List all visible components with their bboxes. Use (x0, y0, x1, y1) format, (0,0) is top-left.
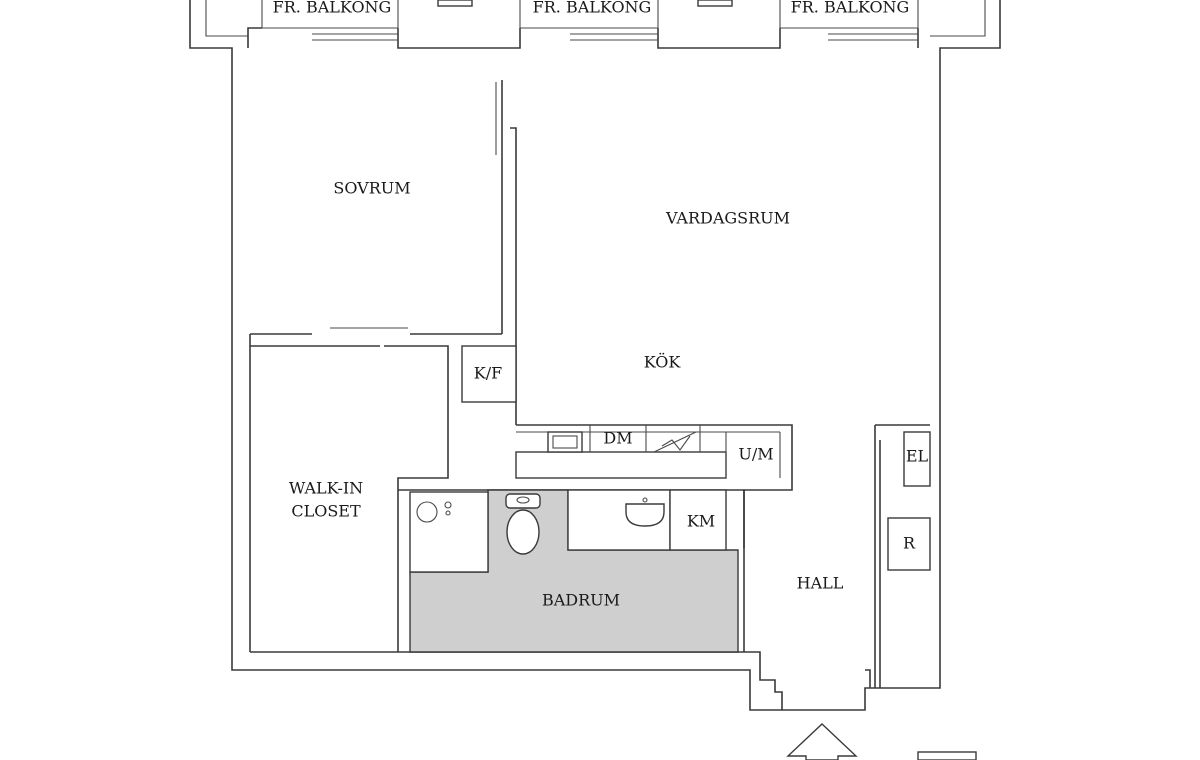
fixture-label-kf: K/F (474, 364, 502, 383)
doormat (917, 751, 977, 760)
stove-icon (547, 431, 583, 453)
room-label-closet: CLOSET (291, 502, 361, 521)
room-label-sovrum: SOVRUM (333, 179, 410, 198)
room-label-walk-in: WALK-IN (289, 479, 363, 498)
room-label-kok: KÖK (644, 352, 682, 372)
fixture-label-r: R (903, 534, 916, 553)
outer-walls (189, 0, 1001, 711)
bathroom (409, 489, 739, 653)
room-label-vardagsrum: VARDAGSRUM (665, 209, 790, 228)
toilet-icon (505, 493, 541, 555)
sink-icon (625, 497, 665, 527)
fixture-label-el: EL (906, 447, 929, 466)
room-label-badrum: BADRUM (542, 591, 620, 610)
fixture-label-km: KM (687, 512, 715, 531)
arrow-up-icon (786, 723, 858, 760)
balcony-label-3: FR. BALKONG (791, 0, 910, 17)
interior-walls (249, 80, 931, 710)
fixture-label-dm: DM (603, 429, 632, 448)
balcony-label-2: FR. BALKONG (533, 0, 652, 17)
room-label-hall: HALL (797, 574, 844, 593)
shower-icon (416, 501, 452, 523)
window-bays (247, 0, 919, 49)
kitchen-sink-icon (653, 431, 697, 453)
balcony-label-1: FR. BALKONG (273, 0, 392, 17)
fixture-label-um: U/M (738, 445, 773, 464)
labels: FR. BALKONG FR. BALKONG FR. BALKONG SOVR… (273, 0, 929, 610)
